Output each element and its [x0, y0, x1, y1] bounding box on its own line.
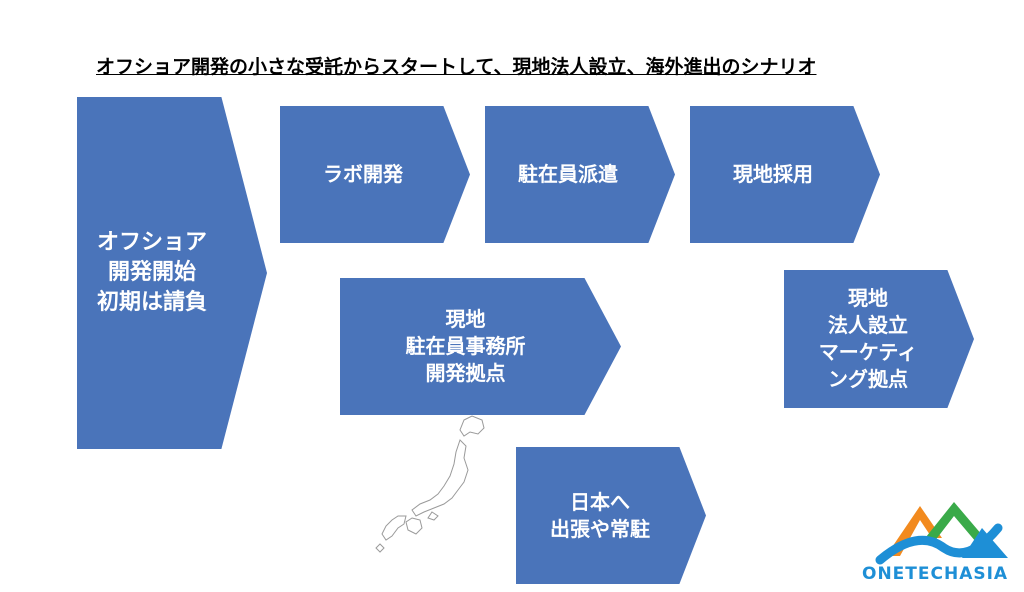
step-dispatch: 駐在員派遣 [485, 106, 675, 243]
step-offshore-start-line-1: オフショア [96, 230, 207, 256]
step-lab-dev-label: ラボ開発 [323, 162, 403, 186]
onetechasia-logo-text: ONETECHASIA [862, 564, 1009, 584]
step-offshore-start: オフショア 開発開始 初期は請負 [77, 97, 267, 449]
step-local-hire: 現地採用 [690, 106, 880, 243]
step-offshore-start-line-3: 初期は請負 [96, 289, 207, 315]
step-dispatch-label: 駐在員派遣 [518, 162, 618, 186]
step-local-office-line-1: 現地 [445, 307, 486, 331]
slide-title: オフショア開発の小さな受託からスタートして、現地法人設立、海外進出のシナリオ [96, 56, 817, 78]
step-local-office: 現地 駐在員事務所 開発拠点 [340, 278, 621, 415]
step-local-hire-label: 現地採用 [733, 162, 813, 186]
step-japan-trip-line-1: 日本へ [570, 489, 630, 514]
step-local-office-line-3: 開発拠点 [425, 361, 506, 385]
step-local-office-line-2: 駐在員事務所 [405, 334, 526, 358]
step-local-corp-line-4: ング拠点 [828, 367, 908, 391]
step-japan-trip: 日本へ 出張や常駐 [516, 447, 706, 584]
japan-map-outline [375, 415, 485, 553]
step-local-corp-line-2: 法人設立 [828, 313, 908, 337]
step-local-corp-line-1: 現地 [848, 286, 888, 310]
onetechasia-mountain-logo-icon [875, 502, 1008, 565]
step-lab-dev: ラボ開発 [280, 106, 470, 243]
step-japan-trip-line-2: 出張や常駐 [550, 516, 650, 541]
step-local-corp-line-3: マーケティ [818, 340, 918, 364]
step-offshore-start-line-2: 開発開始 [107, 260, 196, 286]
step-local-corp: 現地 法人設立 マーケティ ング拠点 [784, 270, 974, 408]
